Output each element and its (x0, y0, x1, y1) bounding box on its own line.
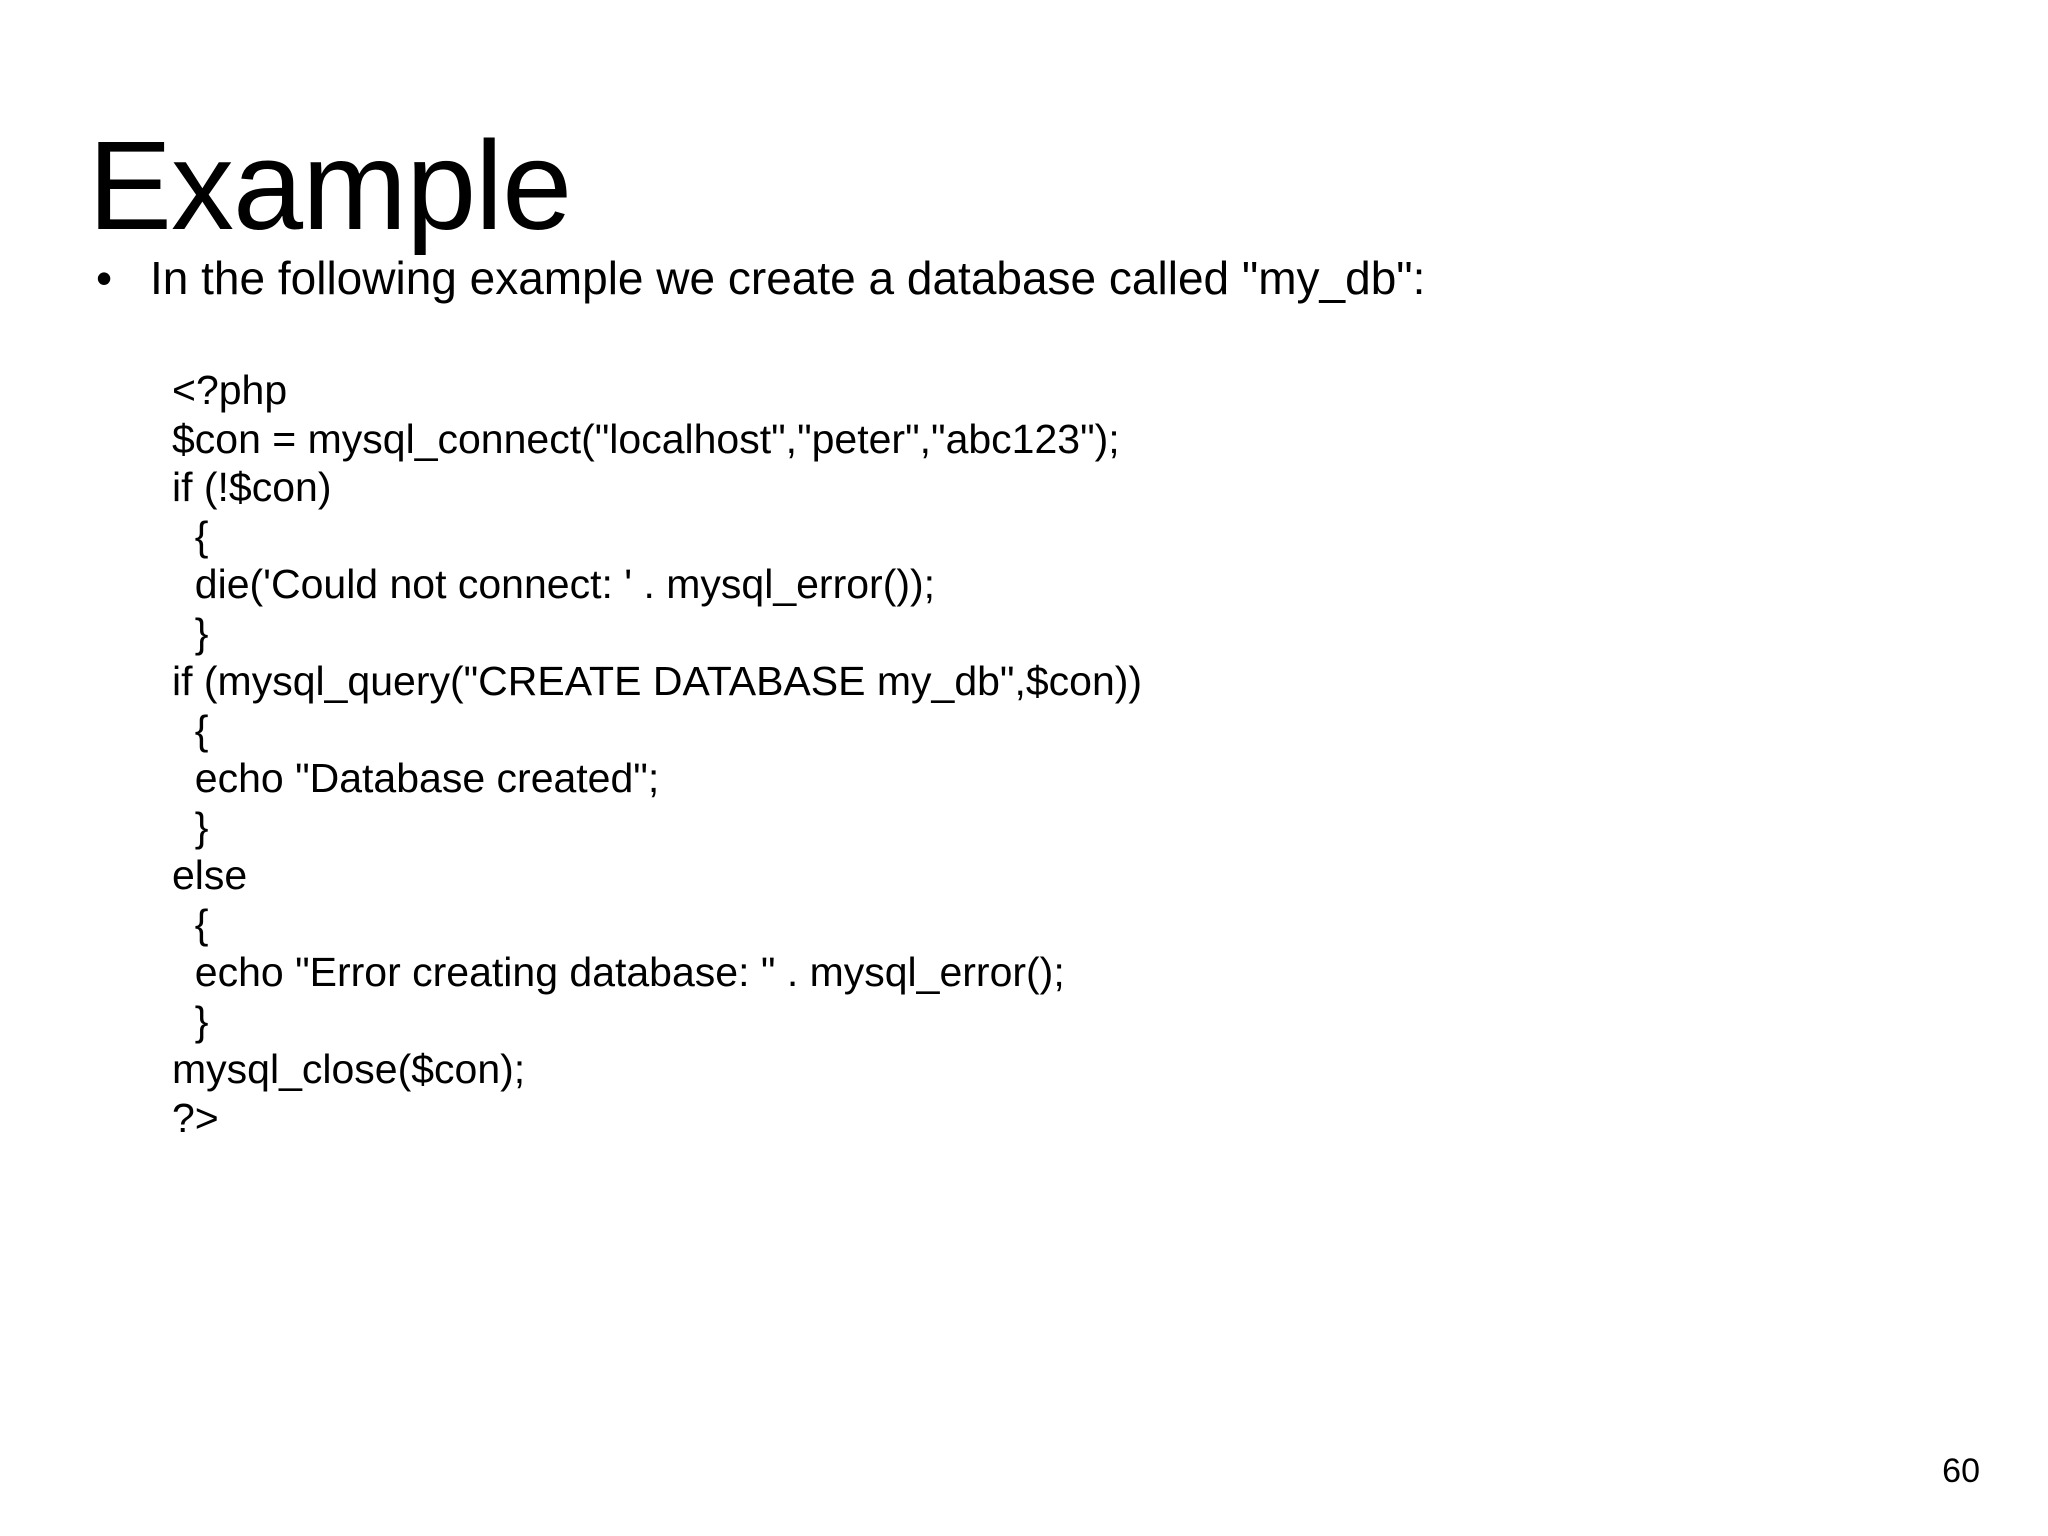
code-line: ?> (172, 1094, 219, 1141)
code-line: die('Could not connect: ' . mysql_error(… (172, 561, 936, 607)
code-line: <?php (172, 367, 288, 413)
code-line: } (172, 803, 209, 850)
code-line: { (172, 900, 209, 947)
code-line: } (172, 609, 209, 656)
code-line: { (172, 706, 209, 753)
code-line: echo "Database created"; (172, 755, 660, 801)
code-line: else (172, 852, 248, 898)
code-line: if (!$con) (172, 464, 332, 510)
code-line: echo "Error creating database: " . mysql… (172, 949, 1065, 995)
code-line: $con = mysql_connect("localhost","peter"… (172, 415, 1120, 462)
page-title: Example (88, 115, 572, 257)
bullet-marker-icon: • (96, 252, 113, 304)
code-block: <?php $con = mysql_connect("localhost","… (172, 366, 1932, 1142)
bullet-list-item: • In the following example we create a d… (96, 255, 1896, 301)
page-number: 60 (1942, 1452, 1980, 1490)
code-line: if (mysql_query("CREATE DATABASE my_db",… (172, 658, 1143, 704)
code-line: mysql_close($con); (172, 1046, 526, 1092)
code-line: { (172, 512, 209, 559)
bullet-item-label: In the following example we create a dat… (150, 252, 1426, 304)
code-line: } (172, 997, 209, 1044)
